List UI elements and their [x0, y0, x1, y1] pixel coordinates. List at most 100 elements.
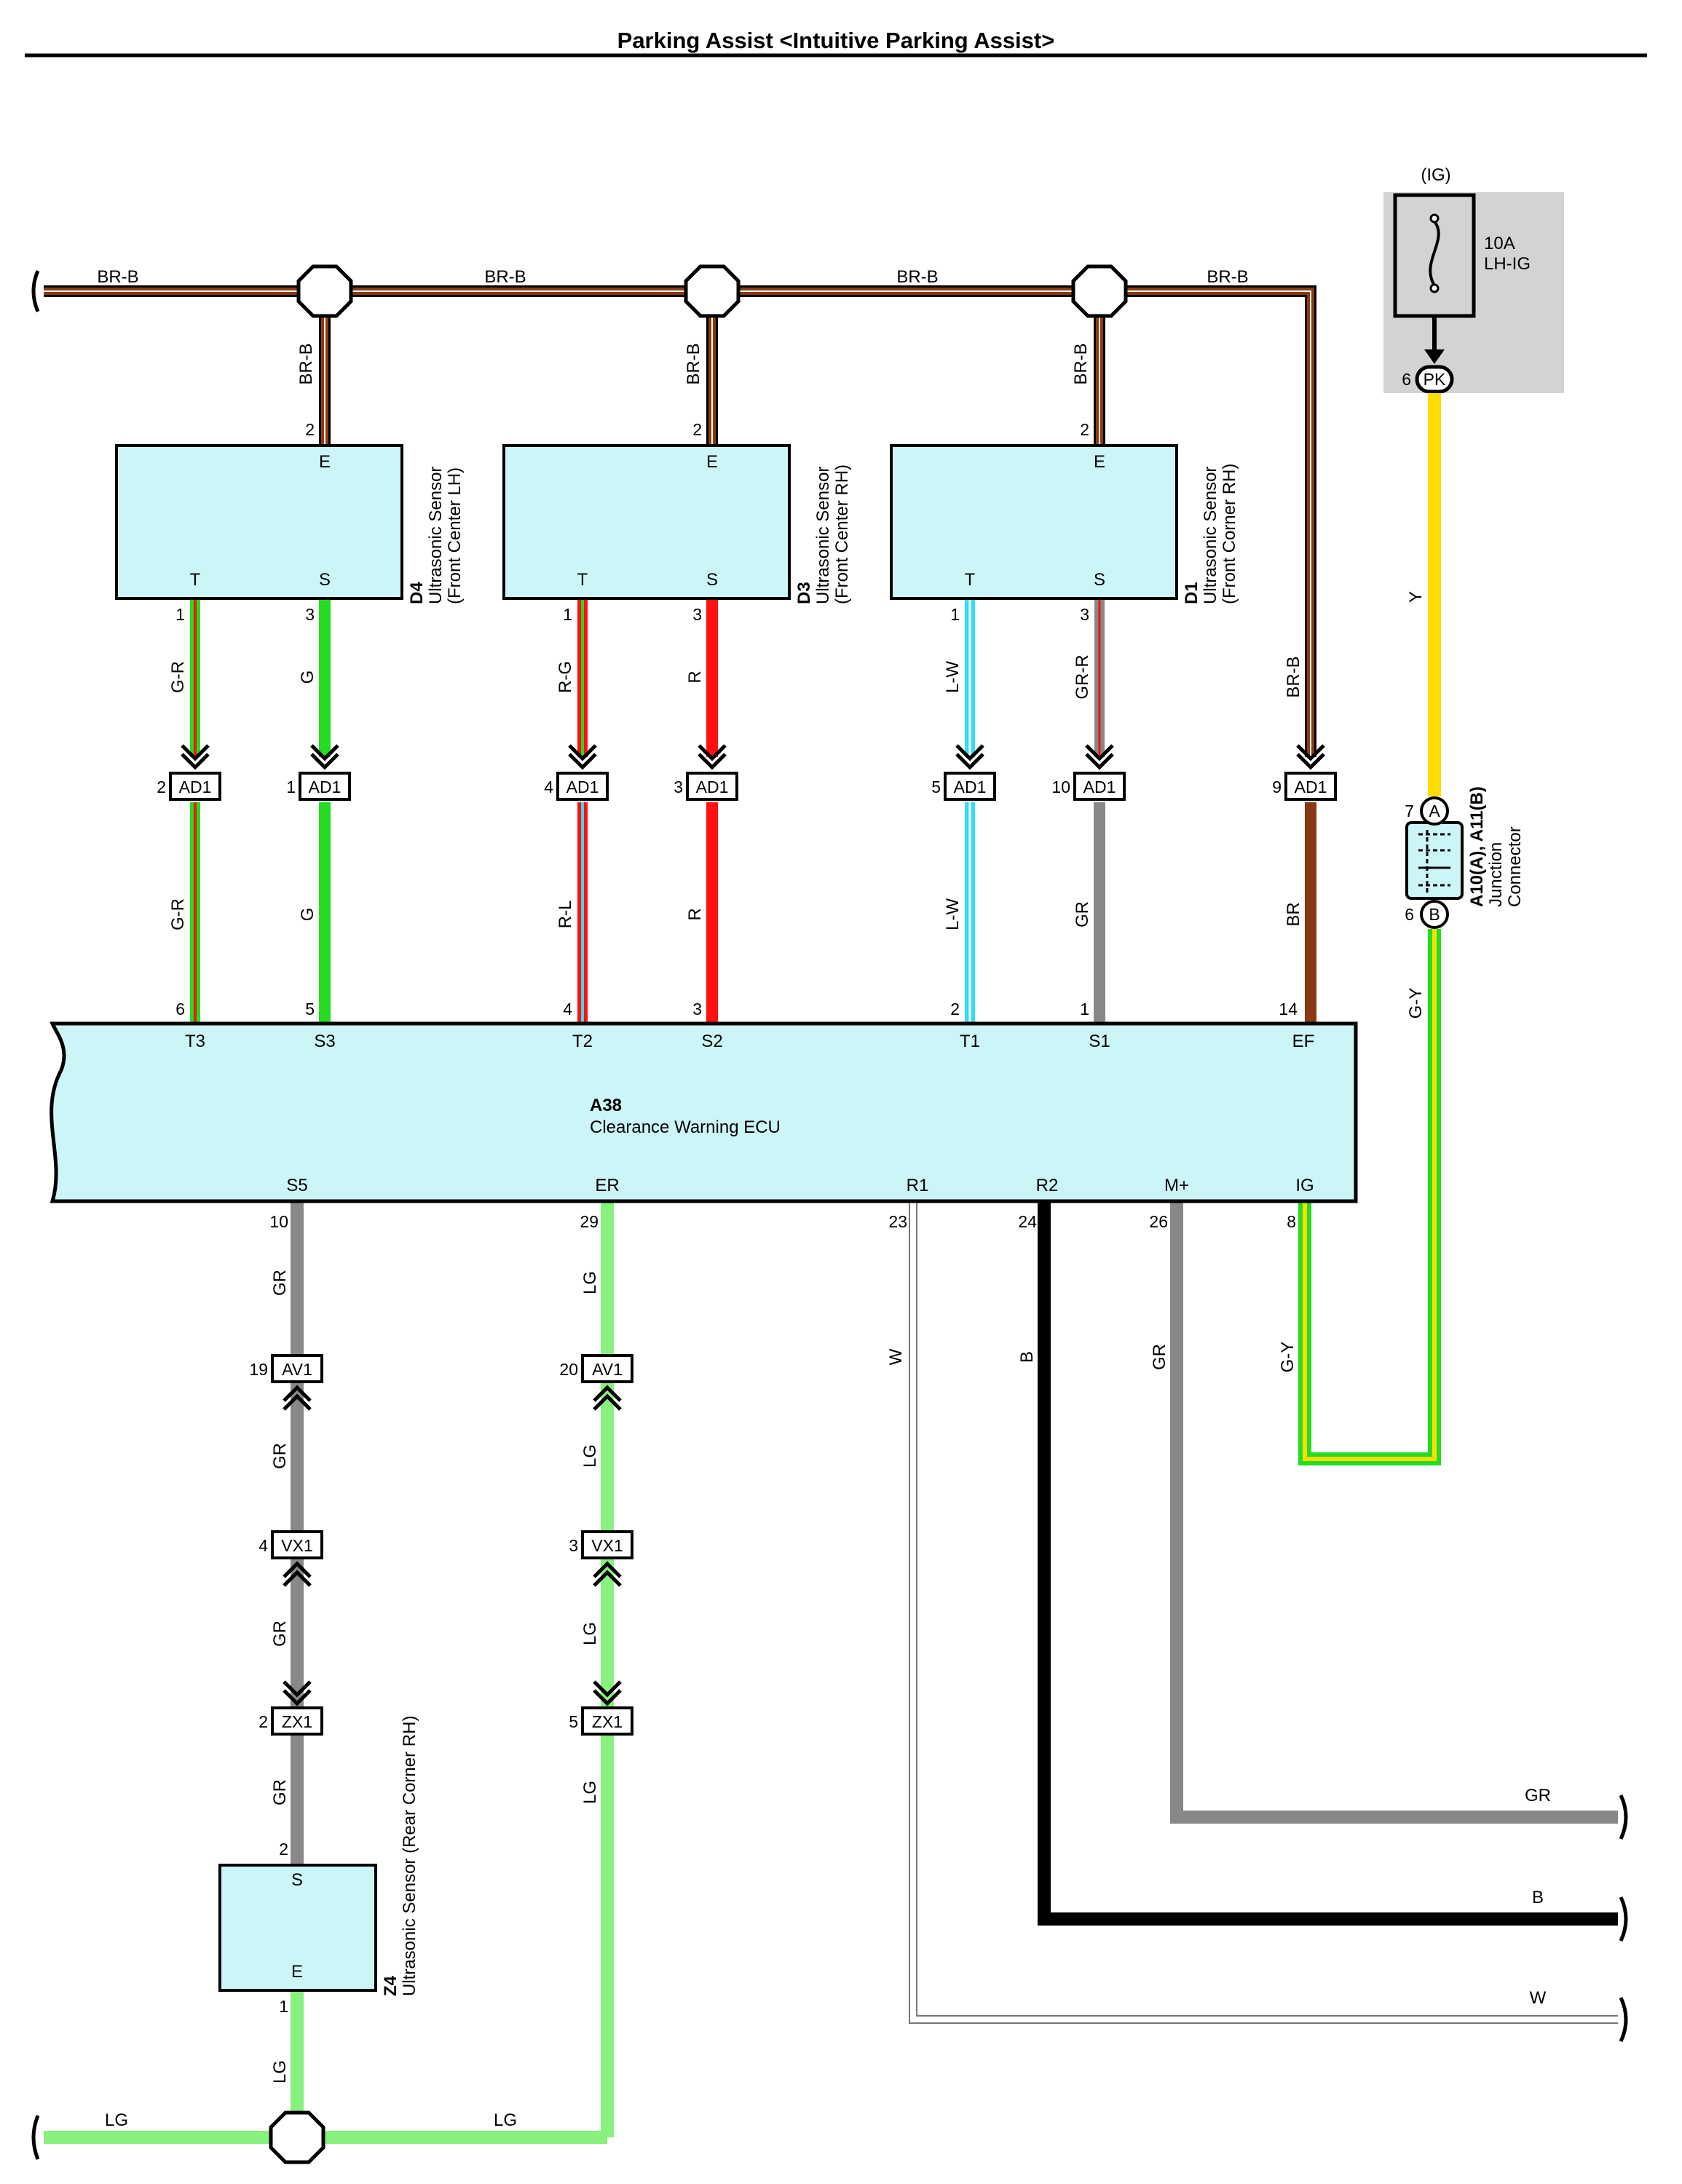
wire-label: GR: [270, 1443, 290, 1469]
ecu-terminal: R2: [1036, 1176, 1059, 1195]
ecu-name: Clearance Warning ECU: [590, 1117, 781, 1137]
junction-connector: A B 7 6 A10(A), A11(B) Junction Connecto…: [1405, 786, 1525, 929]
ad1-connector: AD1 2: [157, 744, 221, 801]
ad1-connectors: AD1 2 AD1 1 AD1 4 AD1 3 AD1 5: [157, 744, 1337, 801]
ecu-terminal: S2: [701, 1032, 722, 1051]
terminal-e: E: [291, 1962, 303, 1982]
pin-number: 2: [692, 420, 702, 439]
sensor-code: D4: [407, 582, 427, 604]
svg-text:9: 9: [1272, 778, 1282, 796]
pin-number: 14: [1279, 1000, 1298, 1018]
sensor-location: (Front Center LH): [445, 467, 465, 604]
g-y-wire: [1298, 929, 1441, 1465]
svg-text:19: 19: [249, 1360, 268, 1379]
svg-text:AD1: AD1: [179, 778, 212, 796]
ground-splice: [269, 2110, 325, 2164]
wire-break-symbol: [31, 2115, 40, 2160]
pin-number: 10: [269, 1212, 288, 1231]
svg-text:3: 3: [674, 778, 683, 796]
svg-text:AD1: AD1: [696, 778, 729, 796]
wire-label: W: [1530, 1988, 1547, 2008]
sensor-z4: S E 2 1 Z4 Ultrasonic Sensor (Rear Corne…: [218, 1716, 419, 2016]
wire-label: G-Y: [1406, 988, 1426, 1019]
bus-break-symbol: [31, 270, 40, 312]
ecu-terminal: T3: [185, 1032, 205, 1051]
junction-name: Connector: [1505, 826, 1525, 907]
av1-connector: AV1 19: [249, 1354, 323, 1411]
splice-point: [684, 264, 741, 318]
wire-label: LG: [105, 2110, 128, 2130]
svg-text:AD1: AD1: [566, 778, 599, 796]
vx1-connector: VX1 3: [569, 1530, 633, 1587]
zx1-connector: ZX1 5: [569, 1680, 633, 1736]
pin-number: 29: [580, 1212, 599, 1231]
fuse-name: LH-IG: [1484, 254, 1531, 274]
svg-text:VX1: VX1: [591, 1536, 623, 1555]
terminal-s: S: [319, 570, 331, 590]
bus-label: BR-B: [97, 267, 138, 287]
pin-number: 6: [1402, 370, 1411, 389]
sensor-upper-wires: [190, 598, 1105, 757]
sensor-lower-wires: [190, 802, 1316, 1024]
svg-text:AD1: AD1: [954, 778, 987, 796]
svg-text:AD1: AD1: [309, 778, 341, 796]
sensor-name: Ultrasonic Sensor (Rear Corner RH): [400, 1716, 419, 1996]
svg-text:VX1: VX1: [281, 1536, 312, 1555]
terminal-e: E: [319, 452, 331, 472]
drop-label: BR-B: [684, 343, 703, 384]
pin-number: 1: [175, 605, 185, 624]
ad1-connector: AD1 9: [1272, 744, 1337, 801]
pin-number: 6: [175, 1000, 185, 1018]
pin-number: 2: [1080, 420, 1089, 439]
junction-term-b: B: [1429, 905, 1440, 924]
fuse-icon: [1429, 220, 1440, 287]
sensor-name: Ultrasonic Sensor: [426, 467, 446, 604]
wire-label: G-Y: [1278, 1342, 1298, 1373]
svg-text:1: 1: [286, 778, 296, 796]
wire-label: R: [685, 908, 705, 920]
svg-text:PK: PK: [1424, 370, 1446, 389]
ecu-terminal: S1: [1089, 1032, 1110, 1051]
sensor-code: D1: [1182, 582, 1201, 604]
ecu-code: A38: [590, 1096, 622, 1115]
terminal-t: T: [965, 570, 976, 590]
wire-label: LG: [580, 1444, 600, 1468]
svg-text:ZX1: ZX1: [592, 1712, 623, 1731]
svg-text:4: 4: [258, 1536, 268, 1555]
wire-label: R-L: [556, 901, 575, 929]
page-title: Parking Assist <Intuitive Parking Assist…: [617, 28, 1055, 53]
r2-wire: [1038, 1201, 1618, 1926]
sensor-d4: E 2 T S 1 3 D4 Ultrasonic Sensor (Front …: [115, 420, 465, 624]
ad1-connector: AD1 1: [286, 744, 351, 801]
sensor-location: (Front Corner RH): [1220, 464, 1239, 604]
ecu-terminal: M+: [1164, 1176, 1189, 1195]
sensor-code: D3: [794, 582, 814, 604]
wire-label: LG: [580, 1271, 600, 1294]
r1-wire: [909, 1201, 1618, 2024]
wire-label: GR-R: [1073, 654, 1092, 699]
av1-connector: AV1 20: [559, 1354, 633, 1411]
svg-text:AV1: AV1: [282, 1360, 312, 1379]
drop-label: BR-B: [1071, 343, 1091, 384]
wire-label: G: [298, 670, 317, 684]
sensor-d3: E 2 T S 1 3 D3 Ultrasonic Sensor (Front …: [502, 420, 852, 624]
ecu-a38: A38 Clearance Warning ECU T3 S3 T2 S2 T1…: [50, 1000, 1358, 1231]
wire-label: Y: [1406, 591, 1426, 603]
ad1-connector: AD1 4: [544, 744, 609, 801]
svg-text:3: 3: [569, 1536, 578, 1555]
ecu-terminal: S5: [286, 1176, 307, 1195]
pin-number: 5: [305, 1000, 315, 1018]
sensor-name: Ultrasonic Sensor: [813, 467, 833, 604]
svg-text:4: 4: [544, 778, 553, 796]
junction-name: Junction: [1486, 842, 1506, 907]
pin-number: 26: [1149, 1212, 1168, 1231]
drop-label: BR-B: [296, 343, 316, 384]
wire-break-symbol: [1619, 1896, 1628, 1942]
wire-label: G-R: [168, 661, 188, 693]
vx1-connector: VX1 4: [258, 1530, 323, 1587]
svg-text:2: 2: [157, 778, 166, 796]
terminal-e: E: [1094, 452, 1105, 472]
bus-splices: [296, 264, 1128, 318]
wire-label: R: [685, 670, 705, 683]
bus-label: BR-B: [896, 267, 938, 287]
